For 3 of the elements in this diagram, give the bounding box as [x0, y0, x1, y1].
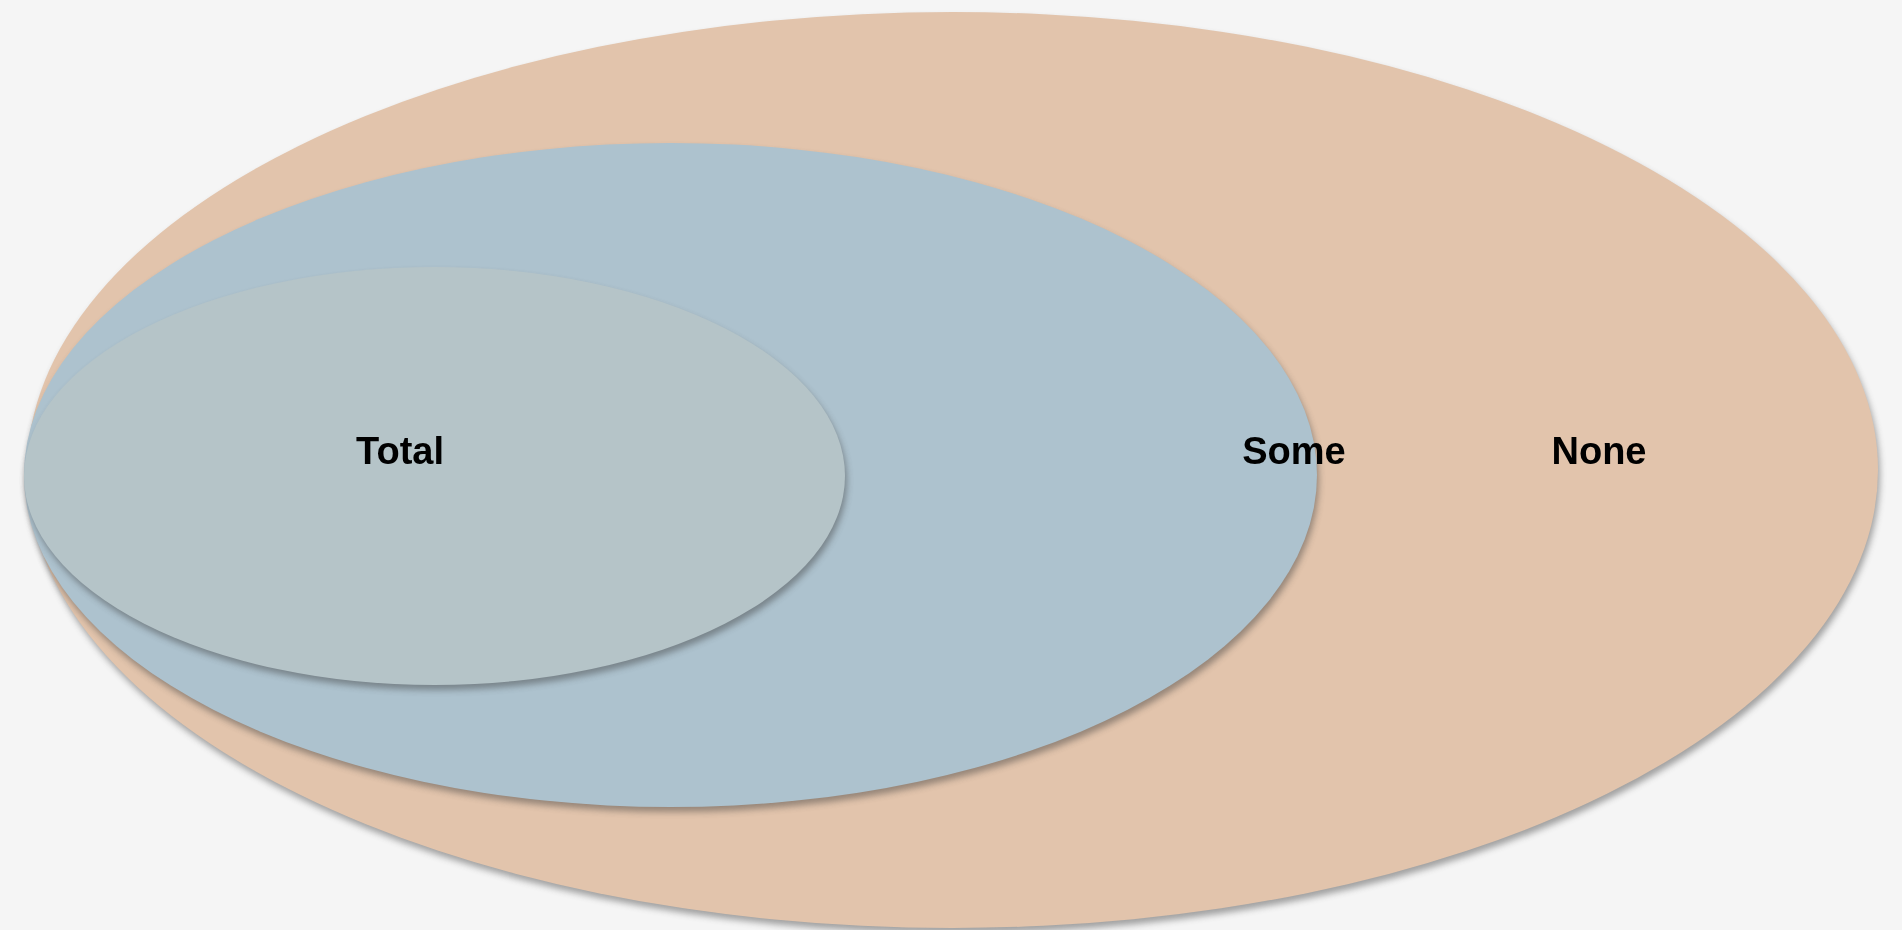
region-label: Total	[356, 429, 444, 473]
region-label: None	[1551, 429, 1647, 473]
region-label: Some	[1242, 429, 1346, 473]
